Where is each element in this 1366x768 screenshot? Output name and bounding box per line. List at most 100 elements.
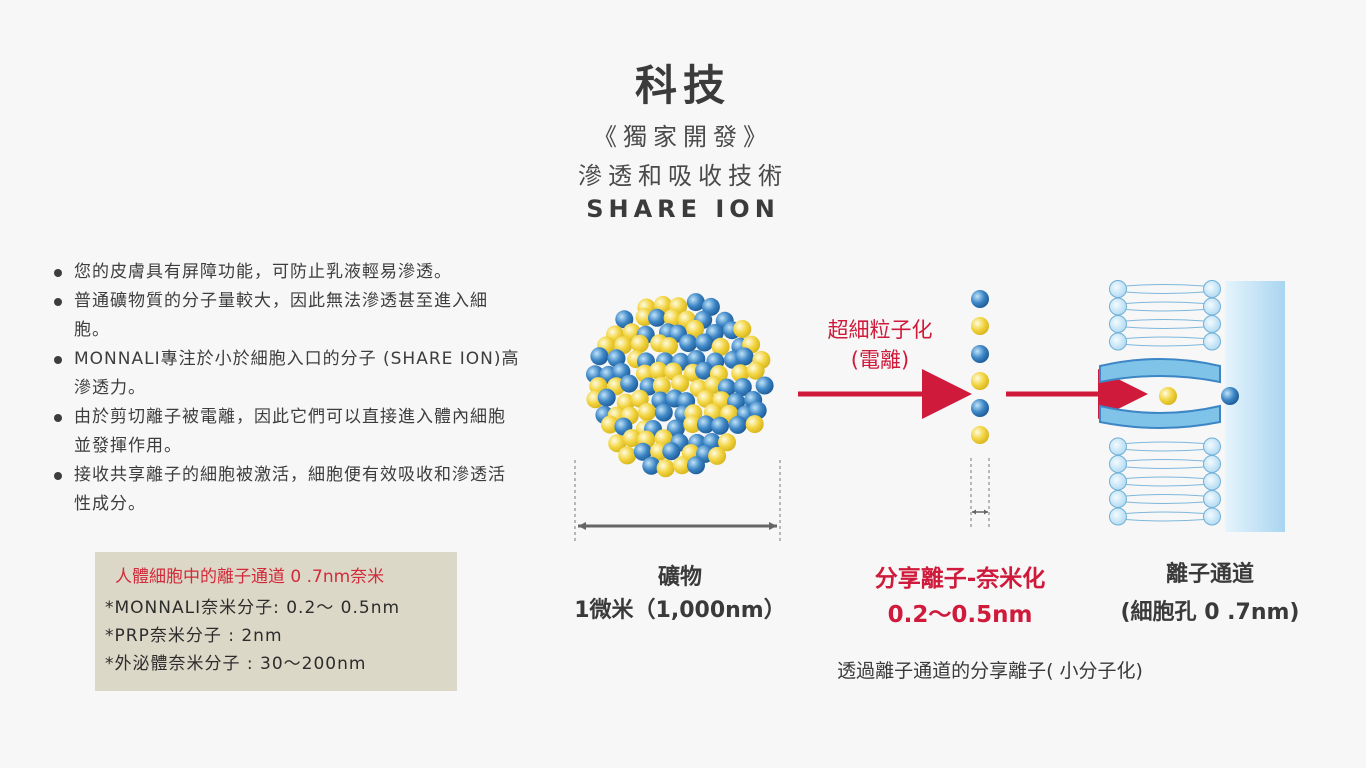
mineral-yellow-sphere <box>718 433 736 452</box>
lipid-tail <box>1125 319 1205 329</box>
subtitle-exclusive: 《獨家開發》 <box>593 123 773 151</box>
share-ion-column <box>971 290 989 444</box>
cell-membrane <box>1109 280 1221 526</box>
lipid-head <box>1203 490 1221 508</box>
mineral-blue-sphere <box>607 349 626 368</box>
mineral-blue-sphere <box>662 442 681 461</box>
mineral-blue-sphere <box>748 401 767 420</box>
mineral-blue-sphere <box>590 347 609 366</box>
bullet-item: 接收共享離子的細胞被激活，細胞便有效吸收和滲透活性成分。 <box>52 461 522 519</box>
mineral-blue-sphere <box>666 419 685 438</box>
share-ion-blue-sphere <box>971 345 989 363</box>
cell-wall <box>1225 281 1285 532</box>
mineral-yellow-sphere <box>630 389 649 408</box>
ionization-title: (電離) <box>850 348 910 372</box>
share-ion-blue-sphere <box>971 290 989 308</box>
lipid-head <box>1109 490 1127 508</box>
mineral-molecule-cluster <box>586 293 774 478</box>
mineral-blue-sphere <box>615 310 634 329</box>
mineral-blue-sphere <box>686 293 705 312</box>
mineral-yellow-sphere <box>686 319 705 338</box>
bullet-item: 普通礦物質的分子量較大，因此無法滲透甚至進入細胞。 <box>52 287 522 345</box>
lipid-head <box>1109 315 1127 333</box>
mineral-blue-sphere <box>728 415 747 434</box>
lipid-tail <box>1125 494 1205 504</box>
lipid-head <box>1109 472 1127 491</box>
info-line-prp: *PRP奈米分子 : 2nm <box>105 626 283 646</box>
mineral-yellow-sphere <box>696 389 715 408</box>
lipid-head <box>1109 437 1127 456</box>
lipid-head <box>1203 315 1221 333</box>
share-ion-yellow-sphere <box>971 372 989 390</box>
ion-exiting-channel <box>1221 387 1239 405</box>
mineral-blue-sphere <box>679 334 698 353</box>
lipid-head <box>1109 297 1127 316</box>
bullet-list: 您的皮膚具有屏障功能，可防止乳液輕易滲透。 普通礦物質的分子量較大，因此無法滲透… <box>52 258 522 519</box>
mineral-yellow-sphere <box>711 337 730 356</box>
share-ion-size: 0.2～0.5nm <box>887 602 1033 628</box>
mineral-yellow-sphere <box>683 415 702 434</box>
mineral-yellow-sphere <box>745 415 764 434</box>
mineral-blue-sphere <box>654 403 673 422</box>
ion-diagram <box>574 280 1285 542</box>
mineral-blue-sphere <box>642 456 661 475</box>
mineral-name: 礦物 <box>657 565 702 590</box>
mineral-blue-sphere <box>687 456 705 475</box>
mineral-blue-sphere <box>735 347 754 366</box>
info-box-title: 人體細胞中的離子通道 0 .7nm奈米 <box>115 567 385 587</box>
mineral-yellow-sphere <box>649 361 668 380</box>
mineral-yellow-sphere <box>630 334 649 353</box>
lipid-tail <box>1125 301 1205 312</box>
bullet-item: 由於剪切離子被電離，因此它們可以直接進入體內細胞並發揮作用。 <box>52 403 522 461</box>
diagram-caption: 透過離子通道的分享離子( 小分子化) <box>837 660 1143 682</box>
share-ion-yellow-sphere <box>971 426 989 444</box>
lipid-tail <box>1125 511 1205 522</box>
mineral-yellow-sphere <box>733 320 752 338</box>
bullet-item: 您的皮膚具有屏障功能，可防止乳液輕易滲透。 <box>52 258 522 287</box>
lipid-head <box>1109 455 1127 473</box>
mineral-yellow-sphere <box>746 361 765 380</box>
info-line-exosome: *外泌體奈米分子 : 30～200nm <box>105 654 367 674</box>
mineral-yellow-sphere <box>622 429 641 448</box>
mineral-size: 1微米（1,000nm） <box>574 598 786 623</box>
mineral-yellow-sphere <box>652 376 671 395</box>
mineral-yellow-sphere <box>731 364 750 383</box>
mineral-yellow-sphere <box>656 459 675 478</box>
mineral-blue-sphere <box>695 333 714 352</box>
mineral-yellow-sphere <box>638 402 656 421</box>
lipid-head <box>1109 280 1127 298</box>
lipid-head <box>1203 332 1221 351</box>
share-ion-name: 分享離子-奈米化 <box>874 566 1046 592</box>
mineral-yellow-sphere <box>673 456 691 475</box>
mineral-yellow-sphere <box>671 374 690 393</box>
ion-channel-size: (細胞孔 0 .7nm) <box>1120 600 1300 625</box>
mineral-yellow-sphere <box>663 308 682 327</box>
mineral-blue-sphere <box>695 361 714 380</box>
mineral-yellow-sphere <box>708 446 727 465</box>
mineral-blue-sphere <box>755 376 774 395</box>
mineral-yellow-sphere <box>601 415 619 434</box>
lipid-tail <box>1125 336 1205 347</box>
lipid-tail <box>1125 441 1205 452</box>
page-title: 科技 <box>634 61 731 110</box>
ion-channel-top <box>1099 358 1221 384</box>
info-box: 人體細胞中的離子通道 0 .7nm奈米 *MONNALI奈米分子: 0.2～ 0… <box>95 552 457 691</box>
mineral-blue-sphere <box>597 388 616 407</box>
ion-in-channel <box>1159 387 1177 405</box>
mineral-blue-sphere <box>696 415 715 434</box>
mineral-blue-sphere <box>711 416 729 435</box>
mineral-blue-sphere <box>648 308 666 327</box>
mineral-yellow-sphere <box>608 434 627 453</box>
lipid-head <box>1203 437 1221 456</box>
lipid-tail <box>1125 284 1205 294</box>
mineral-blue-sphere <box>733 378 752 396</box>
lipid-head <box>1203 455 1221 473</box>
lipid-tail <box>1125 459 1205 469</box>
ion-channel-bottom <box>1099 404 1221 429</box>
share-ion-yellow-sphere <box>971 317 989 335</box>
ultra-fine-label: 超細粒子化 (電離) <box>790 315 970 375</box>
ion-channel-name: 離子通道 <box>1165 562 1254 587</box>
lipid-head <box>1203 472 1221 491</box>
ultra-fine-title: 超細粒子化 <box>827 318 933 342</box>
lipid-head <box>1109 507 1127 526</box>
